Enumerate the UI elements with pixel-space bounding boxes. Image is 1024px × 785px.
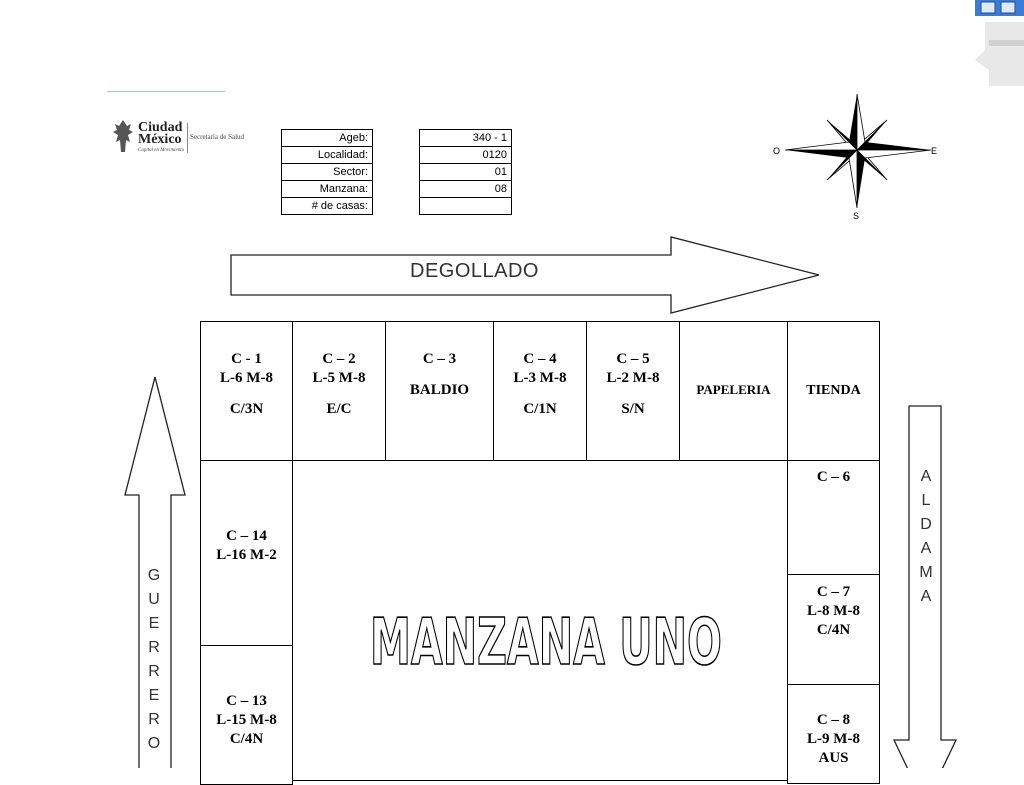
- compass-rose-icon: O E S: [773, 93, 937, 221]
- compass-east-label: E: [931, 146, 937, 156]
- block-title-text: MANZANA UNO: [370, 606, 722, 675]
- label-ageb: Ageb:: [281, 129, 373, 147]
- logo-divider: [187, 123, 188, 153]
- info-labels-table: Ageb: Localidad: Sector: Manzana: # de c…: [281, 129, 373, 215]
- logo-department: Secretaría de Salud: [190, 133, 245, 141]
- window-control-fragment: [975, 0, 1024, 86]
- value-casas: [419, 197, 512, 215]
- info-values-table: 340 - 1 0120 01 08: [419, 129, 512, 215]
- street-label-degollado: DEGOLLADO: [410, 260, 539, 282]
- guerrero-arrow: [124, 376, 186, 768]
- cdmx-emblem-icon: [113, 120, 133, 152]
- papeleria: PAPELERIA: [679, 321, 788, 461]
- value-localidad: 0120: [419, 146, 512, 164]
- house-c6: C – 6: [787, 460, 880, 575]
- label-casas: # de casas:: [281, 197, 373, 215]
- value-ageb: 340 - 1: [419, 129, 512, 147]
- label-manzana: Manzana:: [281, 180, 373, 198]
- aldama-arrow: [892, 405, 958, 768]
- tienda: TIENDA: [787, 321, 880, 461]
- logo-city-name: Ciudad México: [138, 120, 183, 147]
- value-manzana: 08: [419, 180, 512, 198]
- logo-motto: Capital en Movimiento: [138, 148, 185, 153]
- value-sector: 01: [419, 163, 512, 181]
- block-title: MANZANA UNO: [370, 605, 723, 675]
- compass-west-label: O: [773, 146, 780, 156]
- degollado-arrow: [230, 236, 820, 314]
- top-rule: [107, 91, 225, 92]
- compass-south-label: S: [853, 211, 859, 221]
- label-localidad: Localidad:: [281, 146, 373, 164]
- label-sector: Sector:: [281, 163, 373, 181]
